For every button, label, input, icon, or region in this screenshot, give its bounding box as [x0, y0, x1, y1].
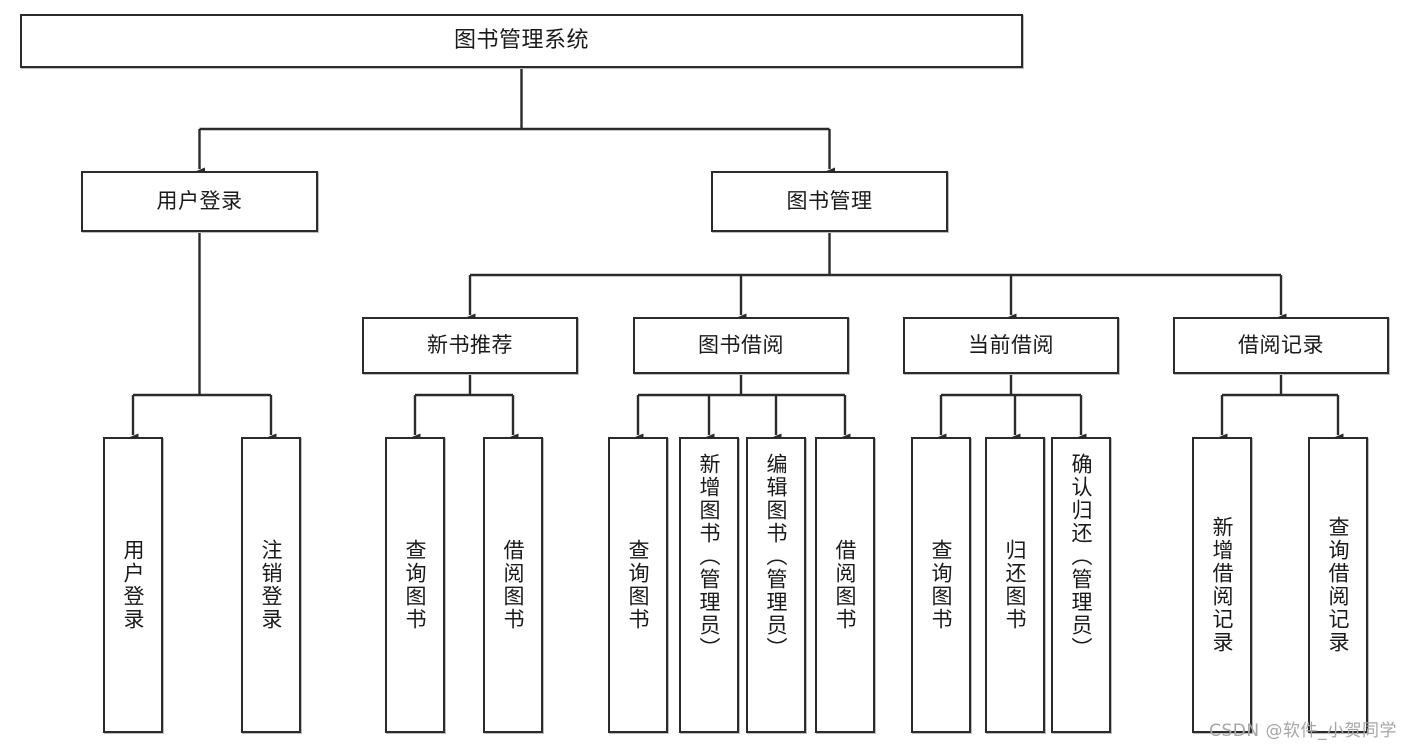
- node-label: 借阅图书: [833, 539, 858, 631]
- node-label: 确认归还（管理员）: [1069, 453, 1094, 660]
- node-leaf-query-rec[interactable]: 查询借阅记录: [1308, 437, 1368, 733]
- node-label: 用户登录: [121, 539, 146, 631]
- node-label: 当前借阅: [968, 333, 1054, 358]
- node-label: 新增借阅记录: [1210, 516, 1235, 654]
- node-label: 查询图书: [626, 539, 651, 631]
- node-book-manage[interactable]: 图书管理: [711, 171, 948, 232]
- node-label: 图书借阅: [698, 333, 784, 358]
- node-label: 查询图书: [929, 539, 954, 631]
- node-label: 图书管理系统: [453, 27, 589, 53]
- node-leaf-borrow-1[interactable]: 借阅图书: [483, 437, 543, 733]
- node-new-book-rec[interactable]: 新书推荐: [362, 317, 578, 374]
- node-label: 借阅记录: [1238, 333, 1324, 358]
- node-label: 新书推荐: [427, 333, 513, 358]
- node-user-login[interactable]: 用户登录: [81, 171, 318, 232]
- node-leaf-query-3[interactable]: 查询图书: [911, 437, 971, 733]
- node-label: 图书管理: [786, 189, 873, 214]
- node-leaf-confirm[interactable]: 确认归还（管理员）: [1051, 437, 1111, 733]
- node-leaf-add-rec[interactable]: 新增借阅记录: [1192, 437, 1252, 733]
- node-label: 注销登录: [259, 539, 284, 631]
- csdn-watermark: CSDN @软件_小贺同学: [1209, 721, 1397, 741]
- node-leaf-borrow-2[interactable]: 借阅图书: [815, 437, 875, 733]
- node-leaf-logout[interactable]: 注销登录: [241, 437, 301, 733]
- node-label: 编辑图书（管理员）: [764, 453, 789, 660]
- node-leaf-query-2[interactable]: 查询图书: [608, 437, 668, 733]
- node-label: 用户登录: [156, 189, 243, 214]
- node-leaf-return[interactable]: 归还图书: [985, 437, 1045, 733]
- node-leaf-user-login[interactable]: 用户登录: [103, 437, 163, 733]
- node-leaf-add-book[interactable]: 新增图书（管理员）: [679, 437, 739, 733]
- node-label: 归还图书: [1003, 539, 1028, 631]
- node-current-borrow[interactable]: 当前借阅: [903, 317, 1119, 374]
- node-label: 新增图书（管理员）: [697, 453, 722, 660]
- node-book-borrow[interactable]: 图书借阅: [633, 317, 849, 374]
- node-label: 查询图书: [403, 539, 428, 631]
- node-label: 借阅图书: [501, 539, 526, 631]
- node-root[interactable]: 图书管理系统: [20, 14, 1023, 68]
- node-borrow-record[interactable]: 借阅记录: [1173, 317, 1389, 374]
- node-label: 查询借阅记录: [1326, 516, 1351, 654]
- node-leaf-edit-book[interactable]: 编辑图书（管理员）: [746, 437, 806, 733]
- node-leaf-query-1[interactable]: 查询图书: [385, 437, 445, 733]
